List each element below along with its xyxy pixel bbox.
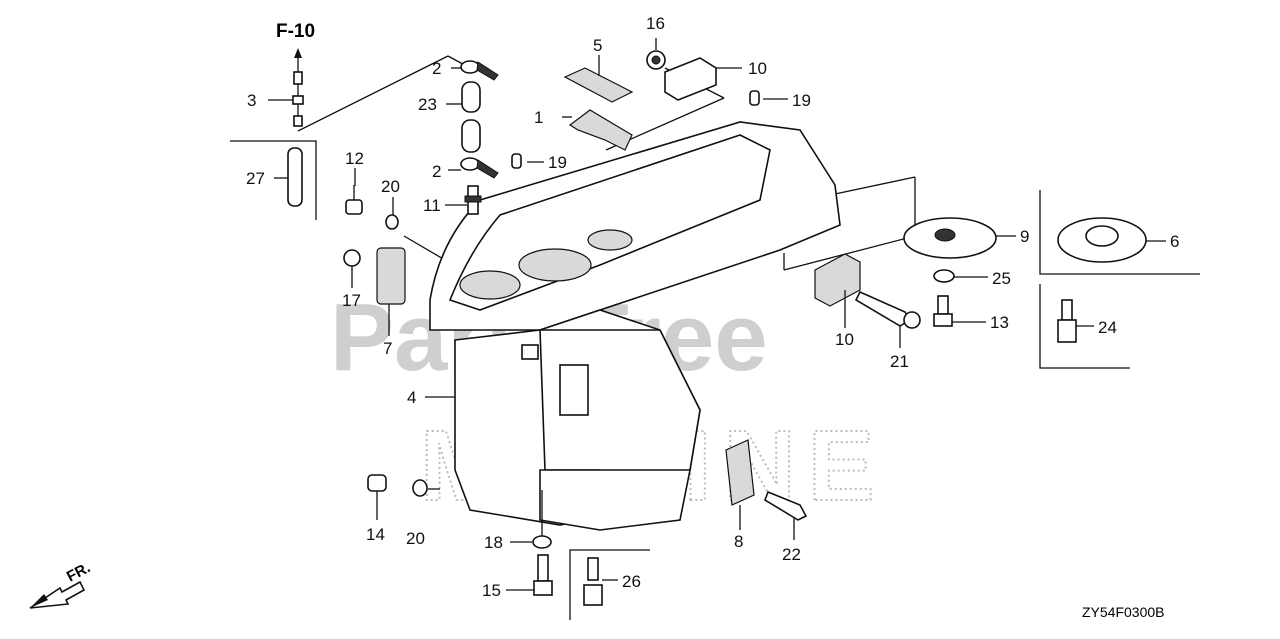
part-23 bbox=[461, 81, 481, 153]
callout-10-upper: 10 bbox=[748, 59, 767, 78]
callout-5: 5 bbox=[593, 36, 602, 55]
callout-27: 27 bbox=[246, 169, 265, 188]
callouts: 1 2 2 3 4 5 6 7 8 9 10 10 11 12 13 14 15… bbox=[246, 14, 1179, 600]
part-15 bbox=[533, 554, 553, 596]
part-20-lower bbox=[412, 479, 428, 497]
reference-label: F-10 bbox=[276, 21, 315, 42]
callout-25: 25 bbox=[992, 269, 1011, 288]
callout-13: 13 bbox=[990, 313, 1009, 332]
part-14 bbox=[367, 474, 387, 492]
callout-26: 26 bbox=[622, 572, 641, 591]
part-20-upper bbox=[385, 214, 399, 230]
callout-11: 11 bbox=[423, 196, 441, 215]
part-6 bbox=[1057, 217, 1147, 263]
part-19-upper bbox=[511, 153, 522, 169]
part-27 bbox=[287, 147, 303, 207]
part-7 bbox=[376, 247, 406, 305]
callout-4: 4 bbox=[407, 388, 416, 407]
part-1 bbox=[568, 109, 633, 151]
callout-24: 24 bbox=[1098, 318, 1117, 337]
callout-2-lower: 2 bbox=[432, 162, 441, 181]
callout-20-upper: 20 bbox=[381, 177, 400, 196]
callout-23: 23 bbox=[418, 95, 437, 114]
callout-22: 22 bbox=[782, 545, 801, 564]
gear-case bbox=[429, 121, 841, 531]
part-3 bbox=[292, 48, 304, 127]
front-arrow-icon bbox=[29, 580, 86, 609]
part-10-lower bbox=[814, 253, 861, 307]
callout-21: 21 bbox=[890, 352, 909, 371]
callout-19-upper: 19 bbox=[548, 153, 567, 172]
part-8 bbox=[725, 439, 755, 506]
callout-9: 9 bbox=[1020, 227, 1029, 246]
part-5 bbox=[563, 67, 634, 103]
callout-2-upper: 2 bbox=[432, 59, 441, 78]
callout-15: 15 bbox=[482, 581, 501, 600]
part-2-lower bbox=[460, 157, 499, 179]
part-17 bbox=[343, 249, 361, 267]
callout-17: 17 bbox=[342, 291, 361, 310]
callout-1: 1 bbox=[534, 108, 543, 127]
part-18 bbox=[532, 535, 552, 549]
part-21 bbox=[854, 290, 921, 329]
front-label: FR. bbox=[64, 559, 93, 585]
part-10-upper bbox=[664, 57, 717, 101]
callout-8: 8 bbox=[734, 532, 743, 551]
part-12 bbox=[345, 185, 363, 215]
callout-10-lower: 10 bbox=[835, 330, 854, 349]
part-22 bbox=[764, 490, 808, 521]
callout-18: 18 bbox=[484, 533, 503, 552]
part-13 bbox=[933, 295, 953, 327]
callout-7: 7 bbox=[383, 339, 392, 358]
part-26 bbox=[583, 557, 603, 606]
part-16 bbox=[646, 50, 666, 70]
part-25 bbox=[933, 269, 955, 283]
part-9 bbox=[903, 217, 997, 259]
callout-19-right: 19 bbox=[792, 91, 811, 110]
leader-lines bbox=[268, 38, 1166, 591]
part-19-right bbox=[749, 90, 760, 106]
callout-6: 6 bbox=[1170, 232, 1179, 251]
callout-20-lower: 20 bbox=[406, 529, 425, 548]
drawing-code: ZY54F0300B bbox=[1082, 604, 1165, 620]
part-11 bbox=[464, 185, 482, 215]
callout-14: 14 bbox=[366, 525, 385, 544]
callout-12: 12 bbox=[345, 149, 364, 168]
part-2-upper bbox=[460, 60, 499, 81]
callout-3: 3 bbox=[247, 91, 256, 110]
part-24 bbox=[1057, 299, 1077, 343]
callout-16: 16 bbox=[646, 14, 665, 33]
